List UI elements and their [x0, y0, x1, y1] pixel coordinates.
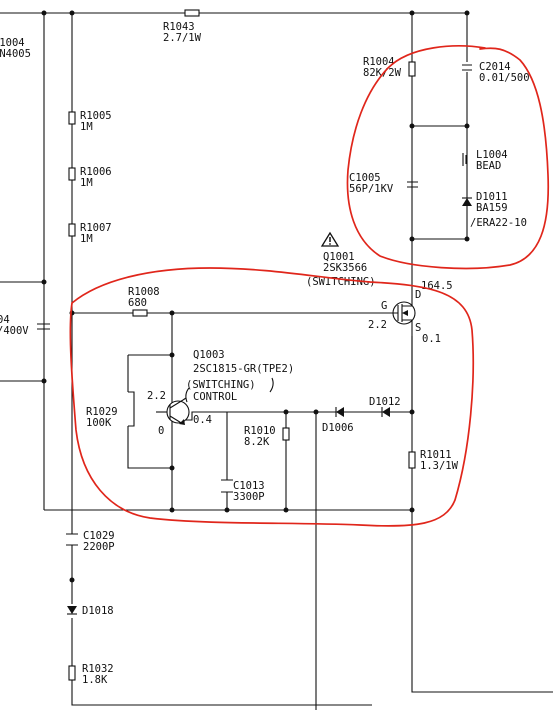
r1029-ref: R1029	[86, 406, 118, 418]
d1012-diode-symbol	[381, 407, 390, 417]
d1011-diode-symbol	[462, 197, 472, 206]
source-pin-label: S	[415, 322, 421, 334]
r1005-symbol	[68, 111, 76, 125]
r1005-value: 1M	[80, 121, 93, 133]
c-left-ref: 04	[0, 314, 10, 326]
r1011-symbol	[408, 451, 416, 469]
d1006-ref: D1006	[322, 422, 354, 434]
q1003-collector-voltage: 0.4	[193, 414, 212, 426]
source-voltage: 0.1	[422, 333, 441, 345]
c1005-value: 56P/1KV	[349, 183, 394, 195]
c-left-value: /400V	[0, 325, 29, 337]
d1004-ref: D1004	[0, 37, 25, 49]
l1004-value: BEAD	[476, 160, 501, 172]
c1029-value: 2200P	[83, 541, 115, 553]
r1010-symbol	[282, 427, 290, 441]
q1003-role2: CONTROL	[193, 391, 237, 403]
c1013-value: 3300P	[233, 491, 265, 503]
r1008-symbol	[132, 309, 148, 317]
q1003-ref: Q1003	[193, 349, 225, 361]
q1001-ref: Q1001	[323, 251, 355, 263]
d1012-ref: D1012	[369, 396, 401, 408]
r1011-value: 1.3/1W	[420, 460, 459, 472]
r1007-symbol	[68, 223, 76, 237]
l1004-bead-symbol	[462, 153, 467, 166]
r1029-value: 100K	[86, 417, 112, 429]
r1006-value: 1M	[80, 177, 93, 189]
c1005-ref: C1005	[349, 172, 381, 184]
d1018-diode-symbol	[67, 606, 77, 615]
r1006-ref: R1006	[80, 166, 112, 178]
d1011-value2: /ERA22-10	[470, 217, 527, 229]
r1004-value: 82K/2W	[363, 67, 402, 79]
r1010-value: 8.2K	[244, 436, 270, 448]
r1004-ref: R1004	[363, 56, 395, 68]
d1011-value1: BA159	[476, 202, 508, 214]
c2014-value: 0.01/500	[479, 72, 530, 84]
d1006-diode-symbol	[335, 407, 344, 417]
q1003-value: 2SC1815-GR(TPE2)	[193, 363, 294, 375]
r1043-symbol	[184, 9, 200, 17]
l1004-ref: L1004	[476, 149, 508, 161]
r1005-ref: R1005	[80, 110, 112, 122]
r1008-ref: R1008	[128, 286, 160, 298]
q1001-value: 2SK3566	[323, 262, 367, 274]
q1001-role: (SWITCHING)	[306, 276, 376, 288]
c2014-ref: C2014	[479, 61, 511, 73]
gate-voltage: 2.2	[368, 319, 387, 331]
r1032-value: 1.8K	[82, 674, 108, 686]
annotation-circle-switching	[69, 267, 475, 527]
warning-triangle-icon	[320, 231, 340, 247]
c1029-ref: C1029	[83, 530, 115, 542]
r1008-value: 680	[128, 297, 147, 309]
r1032-symbol	[68, 665, 76, 681]
r1043-ref: R1043	[163, 21, 195, 33]
r1006-symbol	[68, 167, 76, 181]
q1003-base-voltage: 2.2	[147, 390, 166, 402]
r1043-value: 2.7/1W	[163, 32, 202, 44]
q1003-role1: (SWITCHING)	[186, 379, 256, 391]
annotation-circle-top-right	[346, 45, 550, 270]
r1032-ref: R1032	[82, 663, 114, 675]
gate-pin-label: G	[381, 300, 387, 312]
q1003-emitter-voltage: 0	[158, 425, 164, 437]
labels: R1043 2.7/1W D1004 1N4005 R1004 82K/2W C…	[0, 21, 530, 686]
c1029-symbol	[66, 533, 78, 546]
q1003-transistor-symbol	[166, 397, 190, 425]
d1018-ref: D1018	[82, 605, 114, 617]
r1011-ref: R1011	[420, 449, 452, 461]
d1004-value: 1N4005	[0, 48, 31, 60]
annotations	[69, 45, 550, 527]
q1001-mosfet-symbol	[392, 298, 416, 331]
r1007-value: 1M	[80, 233, 93, 245]
r1004-symbol	[408, 61, 416, 77]
c1013-ref: C1013	[233, 480, 265, 492]
drain-pin-label: D	[415, 289, 421, 301]
r1007-ref: R1007	[80, 222, 112, 234]
r1010-ref: R1010	[244, 425, 276, 437]
d1011-ref: D1011	[476, 191, 508, 203]
